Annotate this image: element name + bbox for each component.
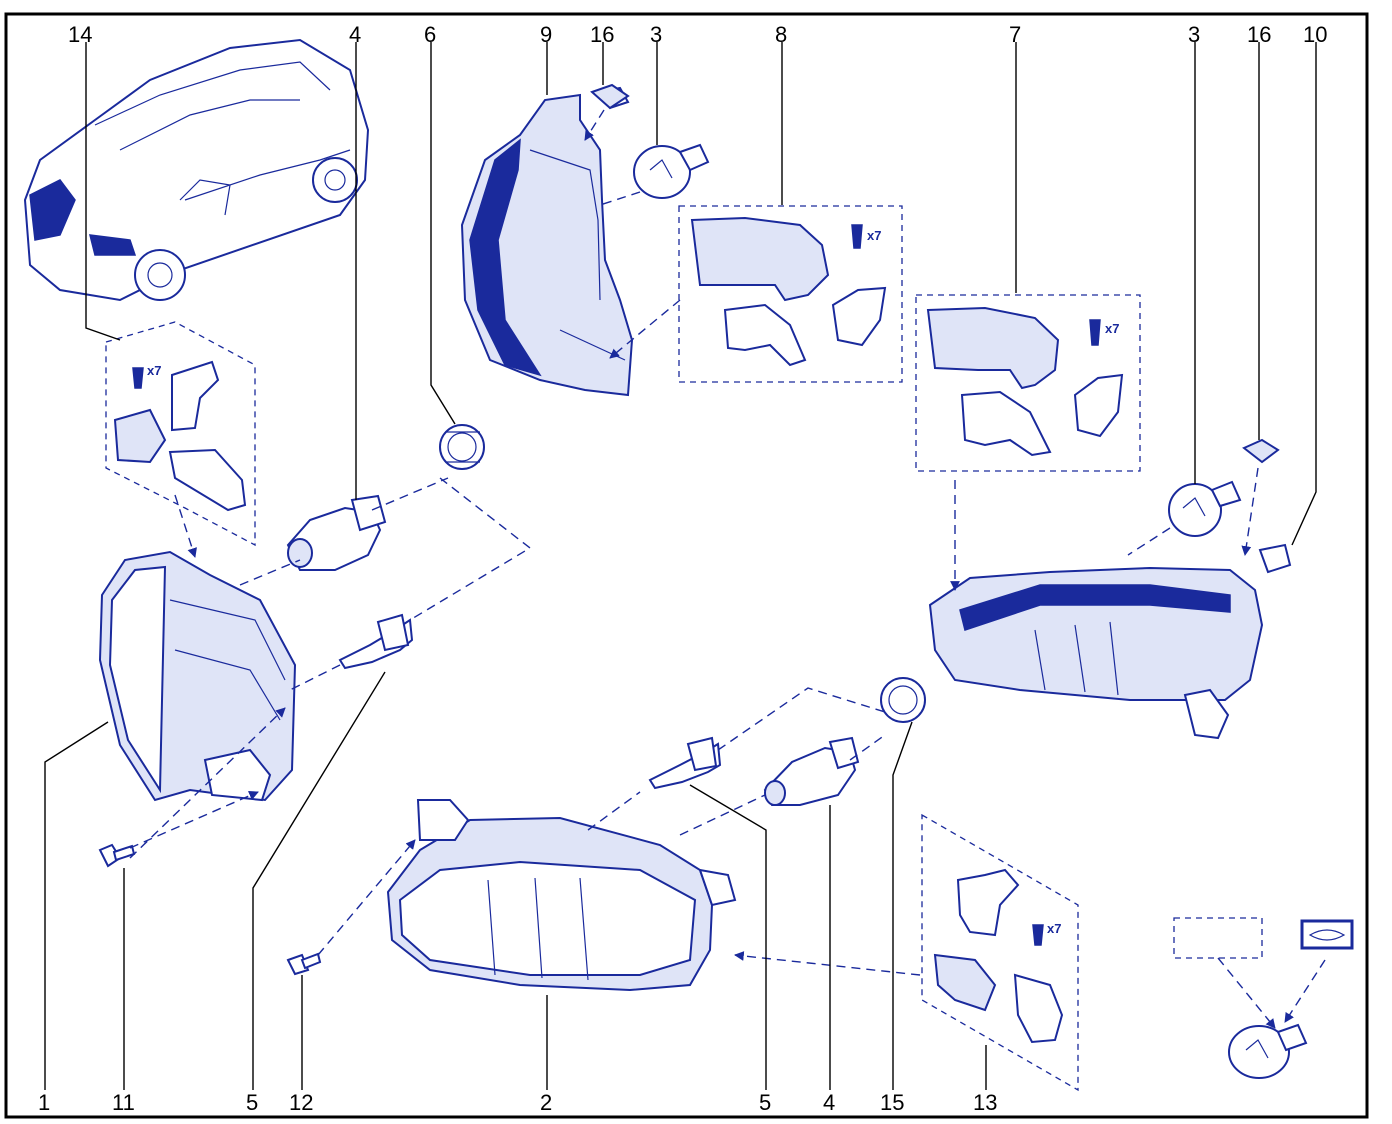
- screw-icon: [851, 224, 863, 249]
- diagram-frame: [4, 12, 1369, 1119]
- bulb-p21-top: [633, 143, 710, 199]
- callout-4-top: 4: [349, 22, 361, 47]
- vehicle-illustration: [23, 38, 370, 302]
- callout-10: 10: [1303, 22, 1327, 47]
- callout-5-mid: 5: [759, 1090, 771, 1115]
- screw-icon: [1032, 924, 1044, 946]
- bulb-label-group: [1173, 917, 1354, 1079]
- headlamp-left-1: [98, 550, 297, 802]
- kit8-qty: x7: [867, 228, 881, 243]
- callout-16-right: 16: [1247, 22, 1271, 47]
- bolt-12: [286, 952, 322, 976]
- fixing-kit-7: x7: [915, 294, 1141, 472]
- callout-9: 9: [540, 22, 552, 47]
- callout-labels: 14 4 6 9 16 3 8 7 3 16 10 1 11 5 12 2 5 …: [38, 22, 1327, 1115]
- fixing-kit-8: x7: [678, 205, 903, 383]
- callout-15: 15: [880, 1090, 904, 1115]
- bulb-bottom-right: [1228, 1025, 1290, 1079]
- retaining-ring-6: [439, 424, 485, 470]
- callout-1: 1: [38, 1090, 50, 1115]
- bulb-h4-bottom: [763, 736, 860, 806]
- callout-4-bottom: 4: [823, 1090, 835, 1115]
- callout-5-left: 5: [246, 1090, 258, 1115]
- bulb-h4-top: [286, 494, 387, 571]
- callout-2: 2: [540, 1090, 552, 1115]
- screw-icon: [1089, 319, 1101, 346]
- callout-3-top: 3: [650, 22, 662, 47]
- callout-11: 11: [112, 1090, 135, 1115]
- callout-12: 12: [289, 1090, 313, 1115]
- callout-16-top: 16: [590, 22, 614, 47]
- bulb-h1-mid: [648, 736, 722, 790]
- kit14-qty: x7: [147, 363, 161, 378]
- label-box-bulb-type: [1300, 919, 1354, 950]
- retaining-ring-15: [880, 677, 926, 723]
- kit13-qty: x7: [1047, 921, 1061, 936]
- clip-16-top: [590, 83, 630, 110]
- callout-7: 7: [1009, 22, 1021, 47]
- bolt-11: [98, 843, 136, 868]
- headlamp-bottom-2: [386, 799, 737, 992]
- bulb-h1-left: [338, 613, 414, 670]
- fixing-kit-13: x7: [921, 813, 1079, 1092]
- callout-6: 6: [424, 22, 436, 47]
- fixing-kit-14: x7: [105, 321, 256, 547]
- leader-lines: [44, 42, 1317, 1090]
- callout-8: 8: [775, 22, 787, 47]
- clip-16-right: [1242, 438, 1280, 464]
- callout-13: 13: [973, 1090, 997, 1115]
- headlamp-right-10: [928, 543, 1292, 740]
- label-box-empty: [1173, 917, 1263, 959]
- screw-icon: [132, 367, 144, 389]
- callout-3-right: 3: [1188, 22, 1200, 47]
- kit7-qty: x7: [1105, 321, 1119, 336]
- headlamp-upper: [460, 86, 634, 397]
- bulb-p21-right: [1168, 480, 1242, 537]
- callout-14: 14: [68, 22, 92, 47]
